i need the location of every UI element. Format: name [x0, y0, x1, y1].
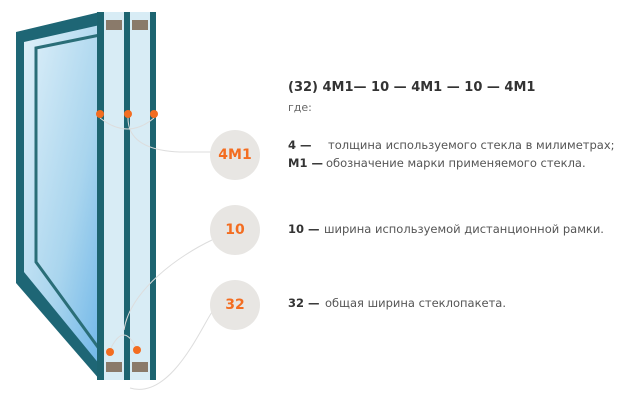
badge-32: 32	[210, 280, 260, 330]
glass-pane-1	[97, 12, 104, 380]
badge-10: 10	[210, 205, 260, 255]
legend-key: 32 —	[288, 296, 320, 310]
spacer-bottom-2	[132, 362, 148, 372]
legend-text: обозначение марки применяемого стекла.	[326, 156, 586, 170]
spacer-top-2	[132, 20, 148, 30]
outer-glass	[24, 25, 100, 365]
spacer-bottom-1	[106, 362, 122, 372]
legend-row-m1: M1 —обозначение марки применяемого стекл…	[288, 156, 586, 170]
marker-dot	[150, 110, 158, 118]
marker-dot	[124, 110, 132, 118]
legend-key: M1 —	[288, 156, 323, 170]
badge-4m1: 4M1	[210, 130, 260, 180]
legend-text: ширина используемой дистанционной рамки.	[324, 222, 604, 236]
legend-row-4: 4 — толщина используемого стекла в милиме…	[288, 138, 615, 152]
legend-key: 4 —	[288, 138, 312, 152]
formula: (32) 4M1— 10 — 4M1 — 10 — 4M1	[288, 80, 536, 95]
spacer-top-1	[106, 20, 122, 30]
marker-dot	[106, 348, 114, 356]
glass-pane-3	[150, 12, 156, 380]
legend-text: общая ширина стеклопакета.	[325, 296, 506, 310]
glass-pane-2	[124, 12, 130, 380]
marker-dot	[133, 346, 141, 354]
legend-row-10: 10 — ширина используемой дистанционной ра…	[288, 222, 604, 236]
legend-key: 10 —	[288, 222, 320, 236]
connector-line	[99, 117, 155, 130]
legend-row-32: 32 — общая ширина стеклопакета.	[288, 296, 506, 310]
where-label: где:	[288, 101, 312, 114]
marker-dot	[96, 110, 104, 118]
legend-text: толщина используемого стекла в милиметра…	[328, 138, 615, 152]
